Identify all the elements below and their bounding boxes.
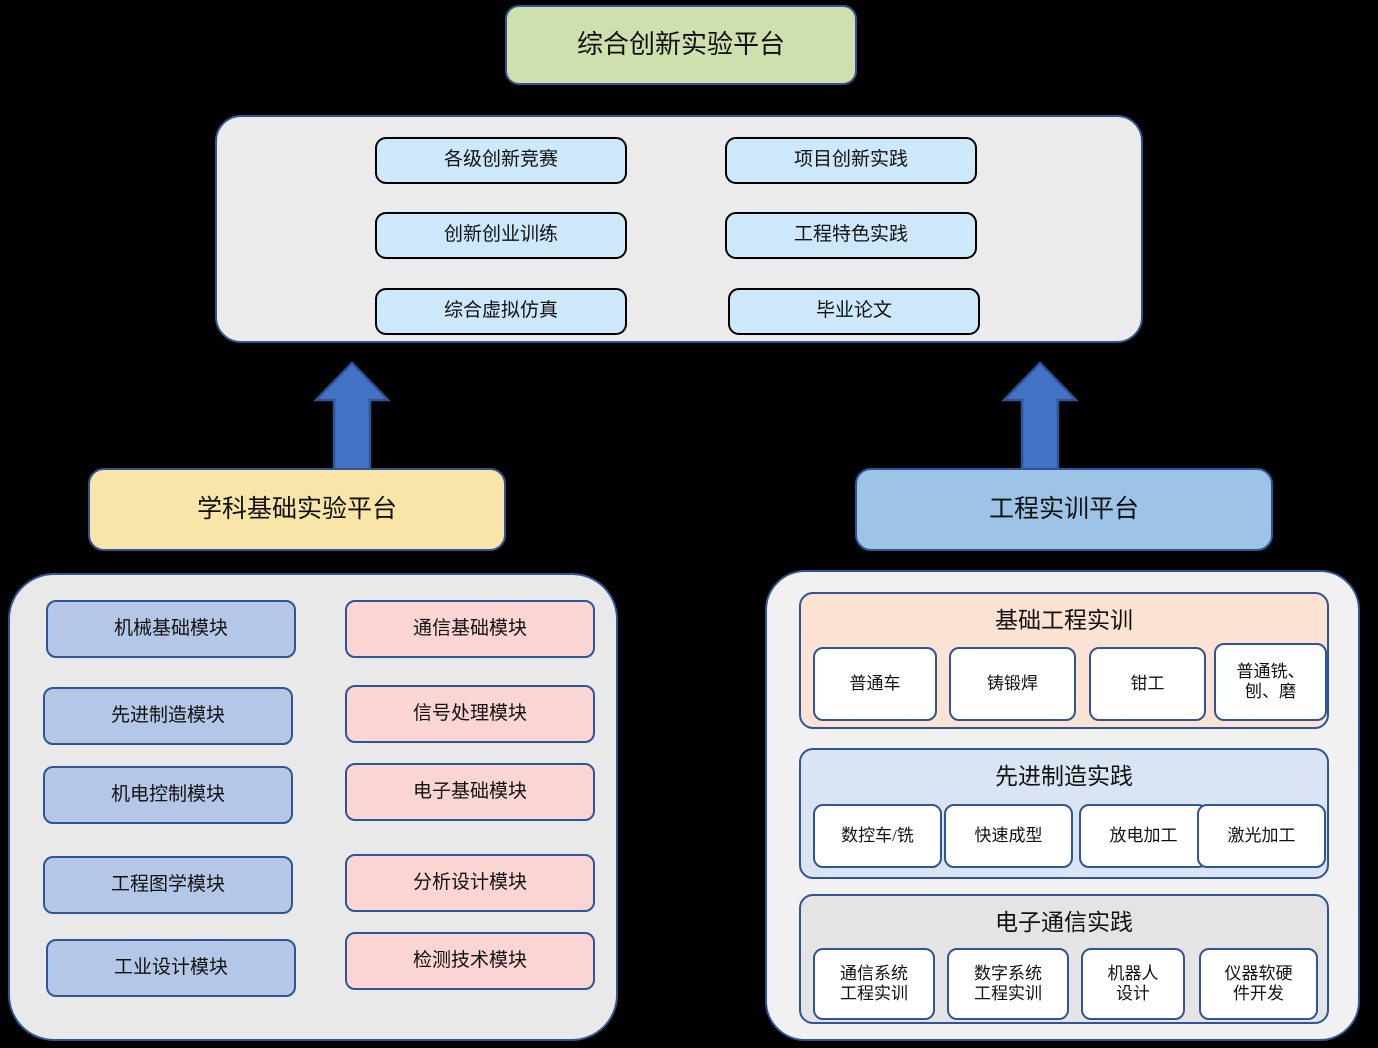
module-left-1[interactable]: 先进制造模块 [43, 687, 293, 745]
training-item-advanced-1[interactable]: 快速成型 [944, 804, 1073, 868]
subject-platform-label: 学科基础实验平台 [196, 495, 397, 523]
subject-modules-container: 机械基础模块 先进制造模块 机电控制模块 工程图学模块 工业设计模块 通信基础模… [8, 573, 618, 1041]
module-left-4[interactable]: 工业设计模块 [46, 939, 296, 997]
training-item-label: 机器人 设计 [1107, 964, 1159, 1003]
top-platform-label: 综合创新实验平台 [576, 29, 785, 59]
module-label: 电子基础模块 [412, 780, 527, 802]
innovation-item-label: 创新创业训练 [443, 224, 558, 246]
innovation-item-label: 综合虚拟仿真 [443, 300, 558, 322]
training-item-basic-2[interactable]: 钳工 [1089, 647, 1206, 721]
innovation-item-2[interactable]: 创新创业训练 [375, 212, 627, 259]
training-item-label: 快速成型 [974, 826, 1043, 846]
training-item-label: 放电加工 [1109, 826, 1178, 846]
module-right-4[interactable]: 检测技术模块 [345, 932, 595, 990]
engineering-platform-label: 工程实训平台 [988, 495, 1139, 523]
module-left-3[interactable]: 工程图学模块 [43, 856, 293, 914]
module-label: 检测技术模块 [412, 949, 527, 971]
top-platform-box[interactable]: 综合创新实验平台 [505, 5, 857, 85]
subject-platform-box[interactable]: 学科基础实验平台 [88, 468, 506, 551]
training-item-advanced-0[interactable]: 数控车/铣 [813, 804, 942, 868]
module-right-1[interactable]: 信号处理模块 [345, 685, 595, 743]
training-item-basic-1[interactable]: 铸锻焊 [949, 647, 1076, 721]
training-item-advanced-3[interactable]: 激光加工 [1197, 804, 1326, 868]
module-label: 工程图学模块 [110, 873, 225, 895]
innovation-group-container: 各级创新竞赛 项目创新实践 创新创业训练 工程特色实践 综合虚拟仿真 毕业论文 [215, 115, 1143, 343]
engineering-platform-box[interactable]: 工程实训平台 [855, 468, 1273, 551]
innovation-item-1[interactable]: 项目创新实践 [725, 137, 977, 184]
training-item-label: 数控车/铣 [841, 826, 914, 846]
training-item-label: 数字系统 工程实训 [974, 964, 1042, 1003]
innovation-item-5[interactable]: 毕业论文 [728, 288, 980, 335]
module-label: 先进制造模块 [110, 704, 225, 726]
module-label: 机电控制模块 [110, 783, 225, 805]
training-section-title: 先进制造实践 [995, 764, 1133, 789]
training-item-electronic-3[interactable]: 仪器软硬 件开发 [1199, 948, 1318, 1020]
training-item-label: 普通车 [849, 674, 901, 694]
training-item-label: 通信系统 工程实训 [840, 964, 908, 1003]
training-modules-container: 基础工程实训 普通车 铸锻焊 钳工 普通铣、 刨、磨 先进制造实践 数控车/铣 … [765, 570, 1360, 1041]
innovation-item-0[interactable]: 各级创新竞赛 [375, 137, 627, 184]
innovation-item-4[interactable]: 综合虚拟仿真 [375, 288, 627, 335]
training-item-basic-0[interactable]: 普通车 [813, 647, 937, 721]
module-label: 机械基础模块 [113, 617, 228, 639]
module-left-0[interactable]: 机械基础模块 [46, 600, 296, 658]
training-item-label: 激光加工 [1227, 826, 1296, 846]
training-item-electronic-0[interactable]: 通信系统 工程实训 [813, 948, 935, 1020]
training-item-electronic-2[interactable]: 机器人 设计 [1081, 948, 1185, 1020]
module-label: 信号处理模块 [412, 702, 527, 724]
training-item-label: 铸锻焊 [987, 674, 1038, 694]
training-section-title: 电子通信实践 [995, 910, 1133, 935]
module-label: 通信基础模块 [412, 617, 527, 639]
arrow-up-icon-right [1001, 361, 1079, 472]
training-item-electronic-1[interactable]: 数字系统 工程实训 [947, 948, 1069, 1020]
training-item-advanced-2[interactable]: 放电加工 [1079, 804, 1208, 868]
innovation-item-label: 各级创新竞赛 [443, 149, 558, 171]
module-right-3[interactable]: 分析设计模块 [345, 854, 595, 912]
arrow-up-icon-left [313, 361, 391, 472]
training-item-label: 仪器软硬 件开发 [1224, 964, 1293, 1003]
training-item-basic-3[interactable]: 普通铣、 刨、磨 [1214, 643, 1327, 721]
module-label: 分析设计模块 [412, 871, 527, 893]
innovation-item-label: 毕业论文 [815, 300, 892, 322]
module-label: 工业设计模块 [113, 956, 228, 978]
training-item-label: 普通铣、 刨、磨 [1236, 662, 1305, 701]
training-section-basic: 基础工程实训 普通车 铸锻焊 钳工 普通铣、 刨、磨 [799, 592, 1329, 729]
innovation-item-label: 工程特色实践 [793, 224, 908, 246]
module-right-0[interactable]: 通信基础模块 [345, 600, 595, 658]
training-section-title: 基础工程实训 [995, 608, 1133, 633]
innovation-item-3[interactable]: 工程特色实践 [725, 212, 977, 259]
innovation-item-label: 项目创新实践 [793, 149, 908, 171]
module-left-2[interactable]: 机电控制模块 [43, 766, 293, 824]
training-section-advanced: 先进制造实践 数控车/铣 快速成型 放电加工 激光加工 [799, 748, 1329, 879]
training-section-electronic: 电子通信实践 通信系统 工程实训 数字系统 工程实训 机器人 设计 仪器软硬 件… [799, 894, 1329, 1024]
module-right-2[interactable]: 电子基础模块 [345, 763, 595, 821]
training-item-label: 钳工 [1130, 674, 1165, 694]
